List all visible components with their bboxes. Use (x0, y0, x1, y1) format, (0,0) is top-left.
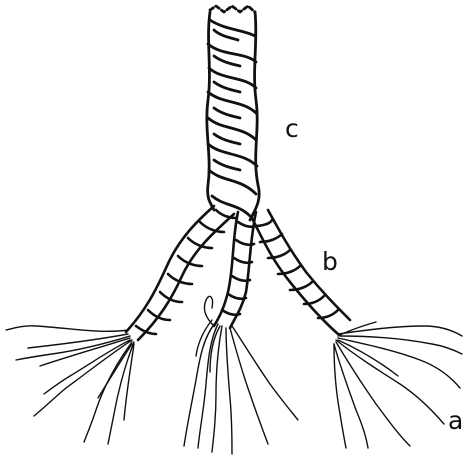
label-rope: c (285, 116, 299, 141)
fibers-left (6, 326, 134, 444)
rope-twisted (207, 6, 259, 220)
label-fiber: a (448, 408, 463, 433)
label-strand: b (322, 249, 338, 274)
fibers-right (334, 322, 462, 448)
fibers-middle (184, 296, 298, 454)
strand-middle (214, 212, 256, 328)
strand-left (126, 206, 236, 340)
